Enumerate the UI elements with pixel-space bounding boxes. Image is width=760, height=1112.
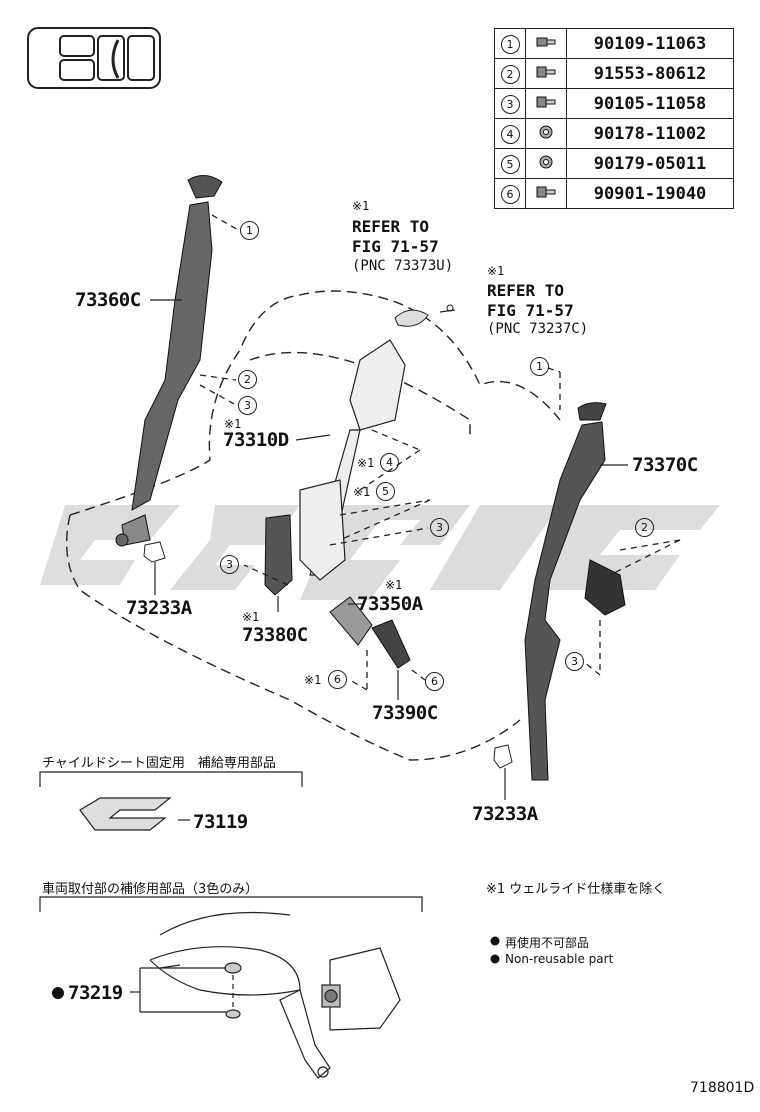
refer-note-2-line1: REFER TO <box>487 281 565 300</box>
note-mark: ※1 <box>487 264 505 278</box>
buckle-73390C <box>371 619 411 669</box>
table-row: 3 90105-11058 <box>494 88 734 119</box>
nut-icon <box>539 125 553 138</box>
ref-circle-2b: 2 <box>635 518 654 537</box>
note-mark: ※1 <box>385 578 403 592</box>
buckle-73380C <box>264 514 293 596</box>
fastener-table: 1 90109-11063 2 91553-80612 3 90105-1105… <box>494 28 734 209</box>
ref-circle-4: 4 <box>380 453 399 472</box>
note-mark: ※1 <box>353 485 371 499</box>
circle-num: 5 <box>500 155 520 174</box>
anchor-plate-right <box>493 744 513 769</box>
circle-num: 2 <box>500 65 520 84</box>
73219-bracket <box>130 964 226 1013</box>
leader-lines <box>199 214 681 691</box>
fastener-part-number: 90901-19040 <box>566 178 734 209</box>
refer-note-2-line2: FIG 71-57 <box>487 301 574 320</box>
table-row: 6 90901-19040 <box>494 178 734 209</box>
latch-73119 <box>79 797 172 831</box>
callout-73233A-right: 73233A <box>472 803 538 825</box>
non-reusable-dot-icon <box>52 987 64 999</box>
seat-outline <box>65 290 561 761</box>
circle-num: 6 <box>500 185 520 204</box>
circle-num: 3 <box>500 95 520 114</box>
callout-73380C: 73380C <box>242 624 308 646</box>
fastener-part-number: 90179-05011 <box>566 148 734 179</box>
refer-note-1-line3: (PNC 73373U) <box>352 258 454 274</box>
ref-circle-5: 5 <box>376 482 395 501</box>
table-row: 4 90178-11002 <box>494 118 734 149</box>
refer-note-1-line2: FIG 71-57 <box>352 237 439 256</box>
note-mark: ※1 <box>357 456 375 470</box>
ref-circle-6: 6 <box>328 670 347 689</box>
nut-icon <box>539 155 553 168</box>
refer-note-2-line3: (PNC 73237C) <box>487 321 589 337</box>
ref-circle-3d: 3 <box>565 652 584 671</box>
center-belt-73310D <box>299 339 406 581</box>
left-belt-73360C <box>115 175 223 547</box>
ref-circle-1b: 1 <box>530 357 549 376</box>
table-row: 2 91553-80612 <box>494 58 734 89</box>
bolt-icon <box>536 186 556 197</box>
child-seat-section-title: チャイルドシート固定用 補給専用部品 <box>42 756 276 771</box>
right-belt-73370C <box>524 402 626 781</box>
note-mark: ※1 <box>224 417 242 431</box>
callout-73360C: 73360C <box>75 289 141 311</box>
ref-circle-3b: 3 <box>430 518 449 537</box>
fastener-part-number: 90105-11058 <box>566 88 734 119</box>
note-mark: ※1 <box>304 673 322 687</box>
callout-73119: 73119 <box>193 811 248 833</box>
table-row: 1 90109-11063 <box>494 28 734 59</box>
legend-dot-icon <box>490 936 500 946</box>
anchor-plate-left <box>143 541 166 563</box>
bolt-icon <box>536 96 556 107</box>
callout-73390C: 73390C <box>372 702 438 724</box>
callout-73350A: 73350A <box>357 593 423 615</box>
legend-en: Non-reusable part <box>505 952 614 966</box>
diagram-id: 718801D <box>690 1080 755 1096</box>
buckle-73350A <box>329 596 373 646</box>
note-mark: ※1 <box>242 610 260 624</box>
circle-num: 1 <box>500 35 520 54</box>
bolt-icon <box>536 66 556 77</box>
note-mark: ※1 <box>352 199 370 213</box>
seat-pictogram-icon <box>27 27 161 89</box>
legend-jp: 再使用不可部品 <box>505 936 590 950</box>
callout-73310D: 73310D <box>223 429 289 451</box>
ref-circle-6b: 6 <box>425 672 444 691</box>
circle-num: 4 <box>500 125 520 144</box>
ref-circle-2: 2 <box>238 370 257 389</box>
table-row: 5 90179-05011 <box>494 148 734 179</box>
footnote: ※1 ウェルライド仕様車を除く <box>486 882 666 897</box>
clip-73237C <box>446 304 454 312</box>
refer-note-1-line1: REFER TO <box>352 217 430 236</box>
ref-circle-3: 3 <box>238 396 257 415</box>
ref-circle-1: 1 <box>240 221 259 240</box>
inset-73219 <box>149 911 401 1079</box>
callout-73370C: 73370C <box>632 454 698 476</box>
clip-73373U <box>394 309 429 327</box>
callout-73233A-left: 73233A <box>126 597 192 619</box>
callout-73219: 73219 <box>68 982 123 1004</box>
legend-dot-icon-2 <box>490 954 500 964</box>
body-mount-section-title: 車両取付部の補修用部品（3色のみ） <box>42 882 259 897</box>
fastener-part-number: 90178-11002 <box>566 118 734 149</box>
bolt-icon <box>536 37 556 46</box>
fastener-part-number: 91553-80612 <box>566 58 734 89</box>
fastener-part-number: 90109-11063 <box>566 28 734 59</box>
ref-circle-3c: 3 <box>220 555 239 574</box>
section-brackets <box>39 771 423 912</box>
